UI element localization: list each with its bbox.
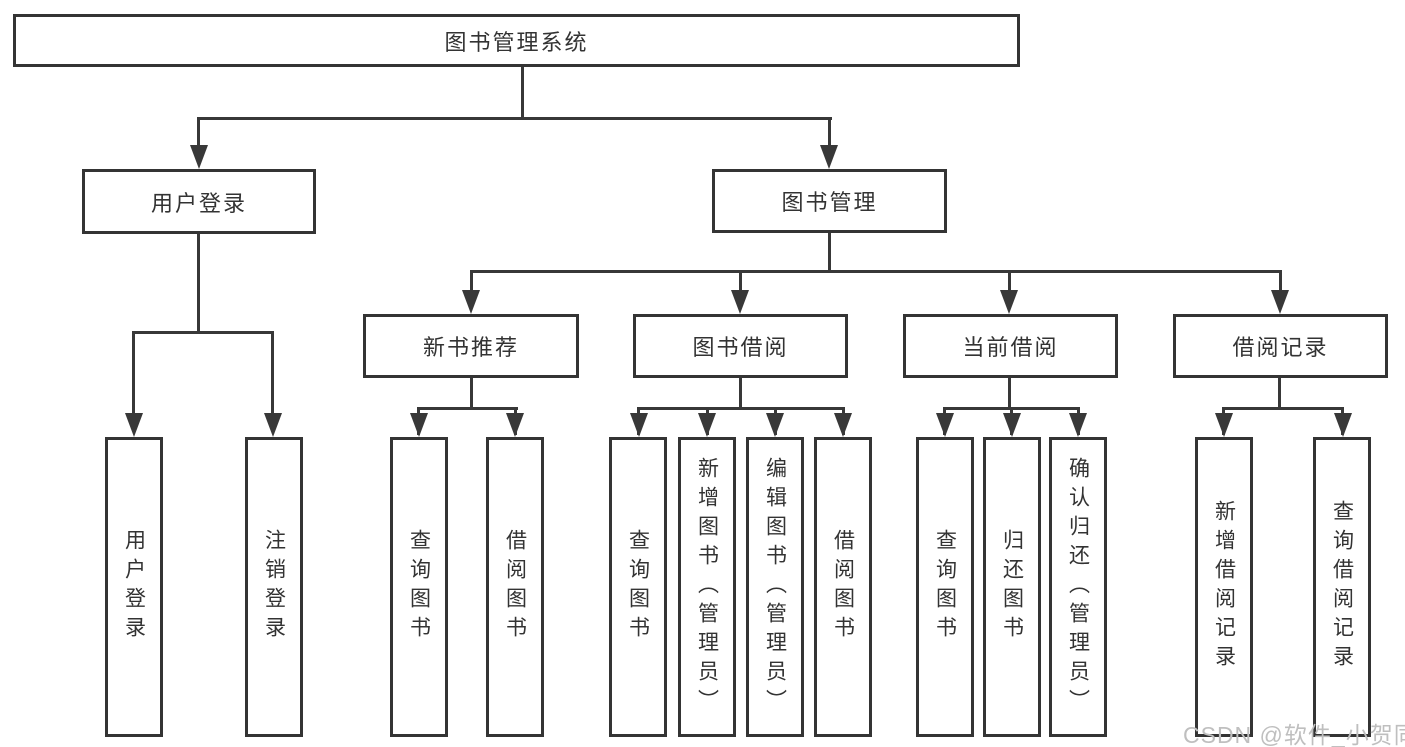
connector-line xyxy=(197,117,200,148)
connector-line xyxy=(1223,407,1344,410)
connector-line xyxy=(132,331,135,415)
connector-arrowhead xyxy=(190,145,208,169)
connector-arrowhead xyxy=(1003,413,1021,437)
node-book-management: 图书管理 xyxy=(712,169,947,233)
leaf-label: 查询图书 xyxy=(626,529,650,645)
connector-arrowhead xyxy=(834,413,852,437)
connector-arrowhead xyxy=(1069,413,1087,437)
connector-arrowhead xyxy=(1271,290,1289,314)
node-current-borrowing: 当前借阅 xyxy=(903,314,1118,378)
leaf-label: 注销登录 xyxy=(262,529,286,645)
connector-line xyxy=(418,407,518,410)
connector-arrowhead xyxy=(410,413,428,437)
connector-line xyxy=(521,66,524,119)
connector-line xyxy=(638,407,844,410)
leaf-add-borrow-record: 新增借阅记录 xyxy=(1195,437,1253,737)
connector-line xyxy=(828,117,831,148)
connector-arrowhead xyxy=(1215,413,1233,437)
leaf-user-login: 用户登录 xyxy=(105,437,163,737)
connector-line xyxy=(1008,378,1011,410)
leaf-edit-book-admin: 编辑图书（管理员） xyxy=(746,437,804,737)
leaf-label: 新增图书（管理员） xyxy=(695,456,719,718)
connector-line xyxy=(198,117,832,120)
node-library-management-system: 图书管理系统 xyxy=(13,14,1020,67)
node-new-book-recommendation: 新书推荐 xyxy=(363,314,579,378)
leaf-label: 用户登录 xyxy=(122,529,146,645)
leaf-query-books-borrowing: 查询图书 xyxy=(609,437,667,737)
leaf-label: 查询借阅记录 xyxy=(1330,500,1354,674)
leaf-query-books-current: 查询图书 xyxy=(916,437,974,737)
leaf-query-borrow-record: 查询借阅记录 xyxy=(1313,437,1371,737)
connector-arrowhead xyxy=(936,413,954,437)
leaf-borrow-books-recommend: 借阅图书 xyxy=(486,437,544,737)
node-book-borrowing: 图书借阅 xyxy=(633,314,848,378)
connector-arrowhead xyxy=(766,413,784,437)
leaf-borrow-books-borrowing: 借阅图书 xyxy=(814,437,872,737)
connector-arrowhead xyxy=(1000,290,1018,314)
connector-line xyxy=(1279,270,1282,292)
leaf-label: 确认归还（管理员） xyxy=(1066,456,1090,718)
connector-line xyxy=(197,234,200,334)
connector-arrowhead xyxy=(264,413,282,437)
leaf-query-books-recommend: 查询图书 xyxy=(390,437,448,737)
leaf-label: 借阅图书 xyxy=(503,529,527,645)
leaf-add-book-admin: 新增图书（管理员） xyxy=(678,437,736,737)
connector-arrowhead xyxy=(731,290,749,314)
leaf-label: 查询图书 xyxy=(407,529,431,645)
connector-arrowhead xyxy=(698,413,716,437)
connector-arrowhead xyxy=(1334,413,1352,437)
connector-arrowhead xyxy=(820,145,838,169)
leaf-logout: 注销登录 xyxy=(245,437,303,737)
leaf-return-book: 归还图书 xyxy=(983,437,1041,737)
connector-arrowhead xyxy=(506,413,524,437)
connector-arrowhead xyxy=(630,413,648,437)
connector-arrowhead xyxy=(462,290,480,314)
node-user-login: 用户登录 xyxy=(82,169,316,234)
connector-line xyxy=(471,270,1281,273)
leaf-label: 新增借阅记录 xyxy=(1212,500,1236,674)
leaf-label: 编辑图书（管理员） xyxy=(763,456,787,718)
connector-line xyxy=(271,331,274,415)
node-borrowing-records: 借阅记录 xyxy=(1173,314,1388,378)
connector-line xyxy=(1008,270,1011,292)
leaf-label: 归还图书 xyxy=(1000,529,1024,645)
csdn-watermark: CSDN @软件_小贺同学 xyxy=(1183,722,1405,747)
connector-line xyxy=(470,270,473,292)
leaf-label: 借阅图书 xyxy=(831,529,855,645)
connector-line xyxy=(1278,378,1281,410)
leaf-label: 查询图书 xyxy=(933,529,957,645)
connector-line xyxy=(739,270,742,292)
leaf-confirm-return-admin: 确认归还（管理员） xyxy=(1049,437,1107,737)
connector-line xyxy=(828,233,831,273)
connector-line xyxy=(133,331,274,334)
connector-line xyxy=(470,378,473,410)
connector-arrowhead xyxy=(125,413,143,437)
connector-line xyxy=(739,378,742,410)
